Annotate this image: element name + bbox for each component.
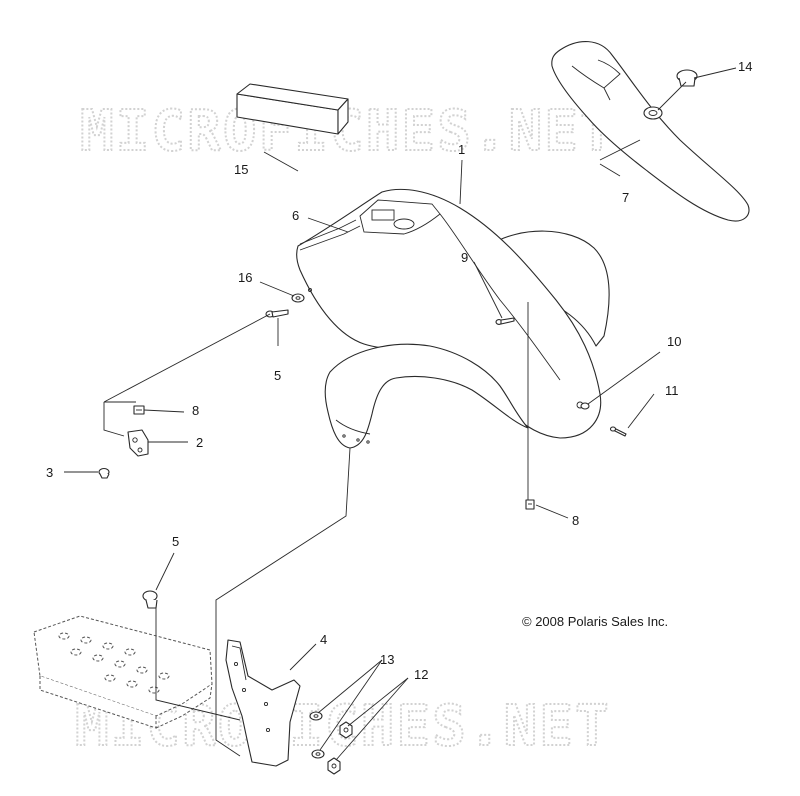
leader-lines	[64, 67, 737, 761]
callout-6: 6	[292, 208, 299, 223]
part-10-grommet[interactable]	[580, 402, 590, 410]
callout-16: 16	[238, 270, 252, 285]
callout-2: 2	[196, 435, 203, 450]
footrest-reference	[33, 615, 213, 729]
callout-15: 15	[234, 162, 248, 177]
part-12-nuts[interactable]	[327, 721, 353, 775]
callout-5-lower: 5	[172, 534, 179, 549]
callout-labels: 1 2 3 4 5 5 6 7 8 8 9 10 11 12 13 14 15 …	[46, 59, 752, 682]
part-3-screw[interactable]	[98, 467, 110, 479]
callout-4: 4	[320, 632, 327, 647]
part-panel-bracket-left[interactable]	[103, 401, 136, 437]
callout-11: 11	[665, 383, 679, 398]
callout-14: 14	[738, 59, 752, 74]
part-11-pin[interactable]	[609, 426, 627, 437]
part-6-trim-strip[interactable]	[299, 219, 361, 292]
part-5-screw-upper[interactable]	[265, 309, 289, 318]
part-15-reflector[interactable]	[236, 83, 349, 135]
part-7-rear-fender[interactable]	[551, 41, 750, 222]
part-1-front-fender[interactable]	[296, 188, 610, 449]
callout-3: 3	[46, 465, 53, 480]
callout-9: 9	[461, 250, 468, 265]
part-8-clip-lower[interactable]	[525, 499, 535, 510]
callout-8-upper: 8	[192, 403, 199, 418]
callout-8-lower: 8	[572, 513, 579, 528]
callout-1: 1	[458, 142, 465, 157]
part-13-washers[interactable]	[309, 711, 325, 759]
part-8-clip-upper[interactable]	[133, 405, 145, 415]
part-9-bolt[interactable]	[495, 317, 515, 325]
callout-12: 12	[414, 667, 428, 682]
callout-10: 10	[667, 334, 681, 349]
callout-7: 7	[622, 190, 629, 205]
part-4-mud-flap[interactable]	[225, 639, 301, 767]
part-14-plug[interactable]	[676, 69, 698, 87]
copyright-notice: © 2008 Polaris Sales Inc.	[522, 614, 668, 629]
part-5-screw-lower[interactable]	[142, 590, 158, 609]
part-16-washer[interactable]	[291, 293, 305, 303]
callout-13: 13	[380, 652, 394, 667]
callout-5-upper: 5	[274, 368, 281, 383]
part-2-bracket[interactable]	[127, 429, 149, 457]
